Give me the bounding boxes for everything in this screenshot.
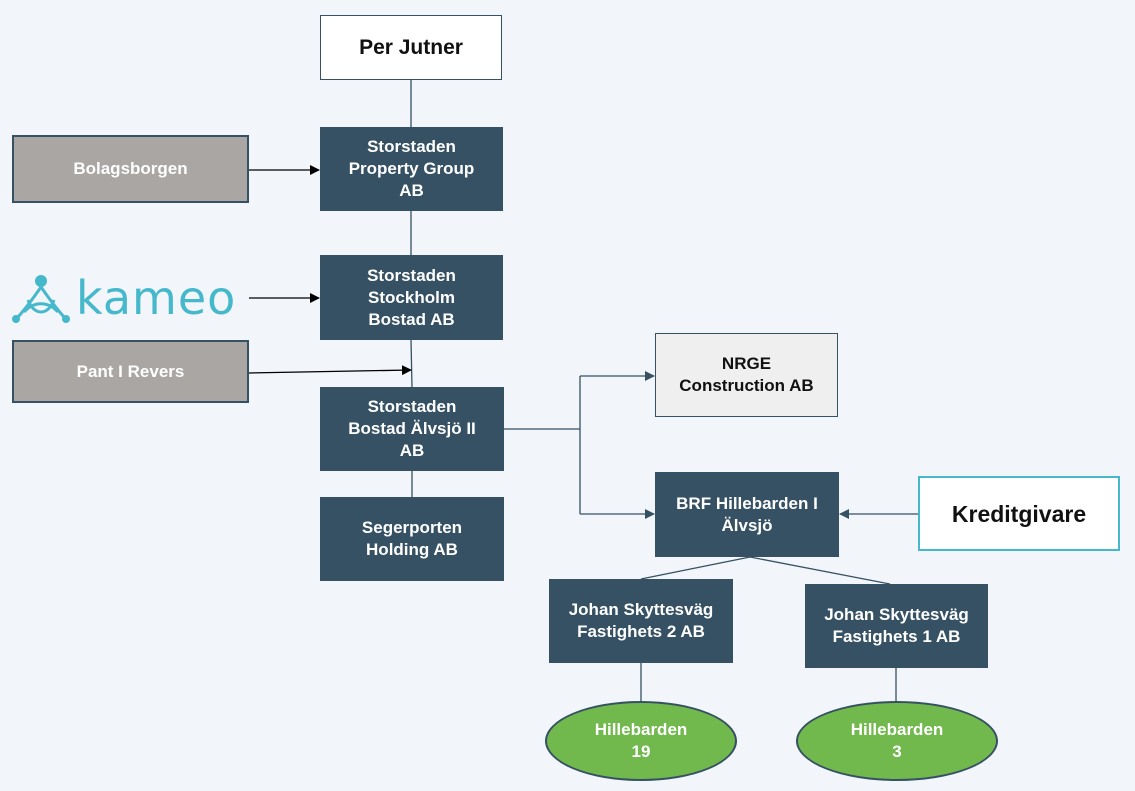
node-pant-i-revers: Pant I Revers [12, 340, 249, 403]
node-storstaden-bostad-alvsjo: Storstaden Bostad Älvsjö II AB [320, 387, 504, 471]
node-kreditgivare: Kreditgivare [918, 476, 1120, 551]
node-hillebarden-3: Hillebarden 3 [796, 701, 998, 781]
line-brf-to-johan2 [640, 556, 751, 580]
kameo-wordmark: kameo [76, 271, 237, 325]
arrow-pant-i-revers [248, 365, 412, 376]
node-storstaden-stockholm-bostad: Storstaden Stockholm Bostad AB [320, 255, 503, 340]
node-brf-hillebarden: BRF Hillebarden I Älvsjö [655, 472, 839, 557]
line-stockholm-to-alvsjo [410, 339, 413, 388]
node-nrge-construction: NRGE Construction AB [655, 333, 838, 417]
kameo-knot-icon [12, 275, 70, 323]
node-johan-skyttesvag-2: Johan Skyttesväg Fastighets 2 AB [549, 579, 733, 663]
node-hillebarden-19: Hillebarden 19 [545, 701, 737, 781]
node-johan-skyttesvag-1: Johan Skyttesväg Fastighets 1 AB [805, 584, 988, 668]
node-storstaden-property-group: Storstaden Property Group AB [320, 127, 503, 211]
line-brf-to-johan1 [749, 556, 891, 585]
kameo-logo: kameo [10, 268, 250, 328]
node-bolagsborgen: Bolagsborgen [12, 135, 249, 203]
node-per-jutner: Per Jutner [320, 15, 502, 80]
node-segerporten-holding: Segerporten Holding AB [320, 497, 504, 581]
